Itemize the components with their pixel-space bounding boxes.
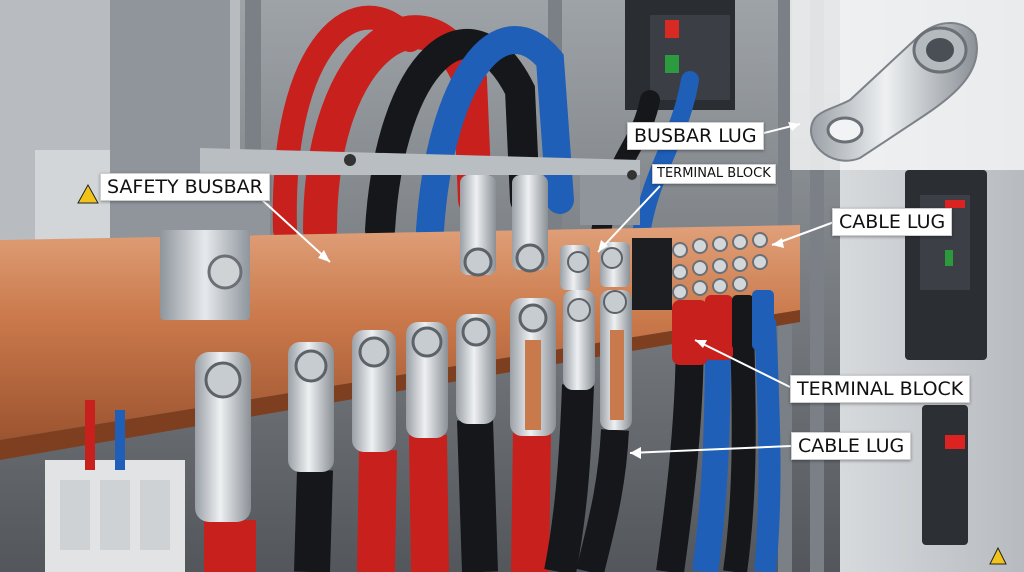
cable-sleeves [672, 290, 774, 365]
terminal-block-rail [632, 232, 768, 310]
right-lower-switch [922, 405, 968, 545]
terminal-block-label-right: TERMINAL BLOCK [790, 375, 971, 403]
cable-lug-label-bottom: CABLE LUG [791, 432, 912, 460]
leader-cable-lug-low [629, 445, 792, 454]
right-cables [656, 319, 781, 572]
upper-lugs [460, 175, 630, 290]
leader-arrowheads [318, 122, 800, 459]
busbar-clamp [160, 230, 250, 320]
right-breaker-green-indicator [945, 250, 953, 266]
right-lower-switch-red [945, 435, 965, 449]
bottom-left-breakers [45, 400, 185, 572]
terminal-block-label-top: TERMINAL BLOCK [652, 164, 776, 184]
leader-terminal-top [597, 185, 661, 253]
inset-lug-product-photo [790, 0, 1024, 170]
top-breaker-red [665, 20, 679, 38]
leader-terminal-right [694, 339, 791, 388]
leader-safety-busbar [259, 197, 331, 263]
cable-lug-label-top: CABLE LUG [832, 208, 953, 236]
safety-busbar-label: SAFETY BUSBAR [100, 173, 270, 201]
leader-lines [259, 123, 835, 454]
warning-sign-left [77, 183, 99, 204]
right-breaker-red-indicator [945, 200, 965, 208]
busbar-lug-label: BUSBAR LUG [627, 122, 764, 150]
lower-lugs [195, 290, 632, 522]
top-breaker-green [665, 55, 679, 73]
lower-cables [204, 384, 629, 572]
warning-sign-right [989, 546, 1007, 565]
